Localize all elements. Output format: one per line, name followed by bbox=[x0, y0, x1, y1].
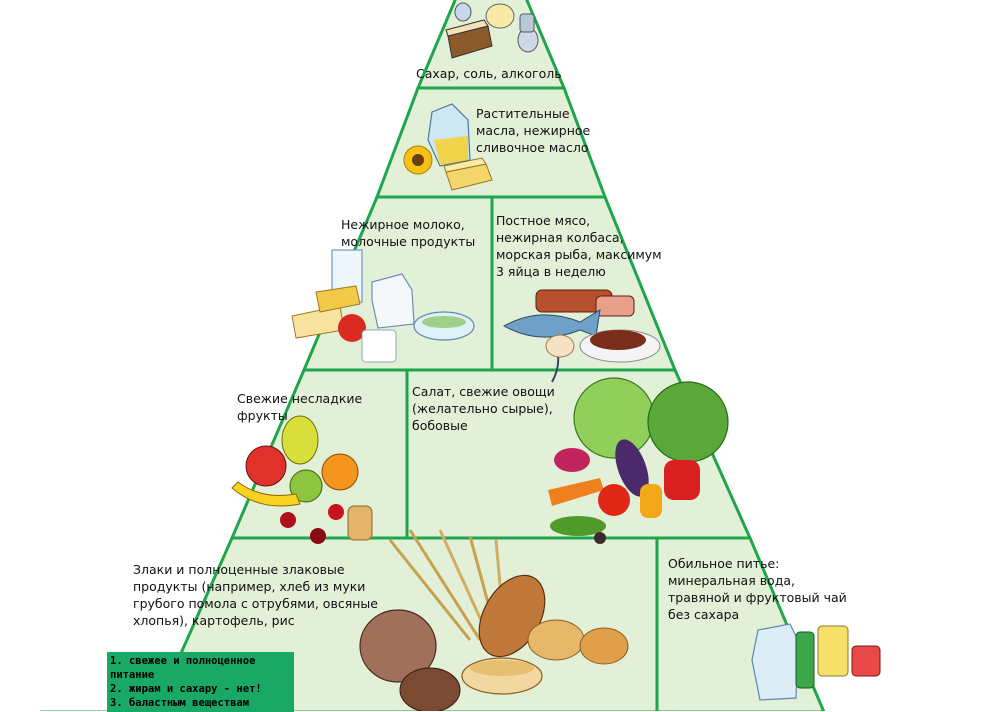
tier-3-meat-label: Постное мясо, нежирная колбаса, морская … bbox=[496, 213, 662, 279]
bread-icon bbox=[359, 574, 629, 711]
cabbage-icon bbox=[573, 377, 729, 463]
milk-jug-icon bbox=[371, 273, 415, 329]
cake-icon bbox=[445, 2, 493, 59]
oil-bottle-icon bbox=[427, 103, 471, 167]
meat-icon bbox=[535, 289, 635, 317]
tier-1-label: Сахар, соль, алкоголь bbox=[416, 66, 562, 81]
water-jug-icon bbox=[751, 623, 799, 701]
cheese-icon bbox=[291, 285, 397, 363]
butter-icon bbox=[443, 157, 493, 191]
porridge-bowl-icon bbox=[461, 657, 543, 695]
banana-icon bbox=[231, 481, 301, 507]
tier-3-dairy-label: Нежирное молоко, молочные продукты bbox=[341, 217, 476, 249]
cherries-icon bbox=[280, 504, 373, 544]
tier-4-vegetable-label: Салат, свежие овощи (желательно сырые), … bbox=[412, 384, 555, 433]
juice-glass-icon bbox=[795, 625, 881, 689]
sunflower-icon bbox=[403, 145, 433, 175]
principles-note: 1. свежее и полноценное питание 2. жирам… bbox=[107, 652, 294, 712]
tier-2-label: Растительные масла, нежирное сливочное м… bbox=[476, 106, 591, 155]
fruit-basket-icon bbox=[245, 415, 359, 503]
eggs-icon bbox=[545, 334, 575, 358]
tier-5-drink-label: Обильное питье: минеральная вода, травян… bbox=[668, 556, 847, 622]
tier-4-fruit-label: Свежие несладкие фрукты bbox=[237, 391, 363, 423]
steak-plate-icon bbox=[579, 329, 661, 363]
sugar-bowl-icon bbox=[485, 3, 539, 53]
yogurt-bowl-icon bbox=[413, 311, 475, 341]
tier-5-grain-label: Злаки и полноценные злаковые продукты (н… bbox=[133, 562, 378, 628]
vegetables-icon bbox=[548, 439, 700, 544]
